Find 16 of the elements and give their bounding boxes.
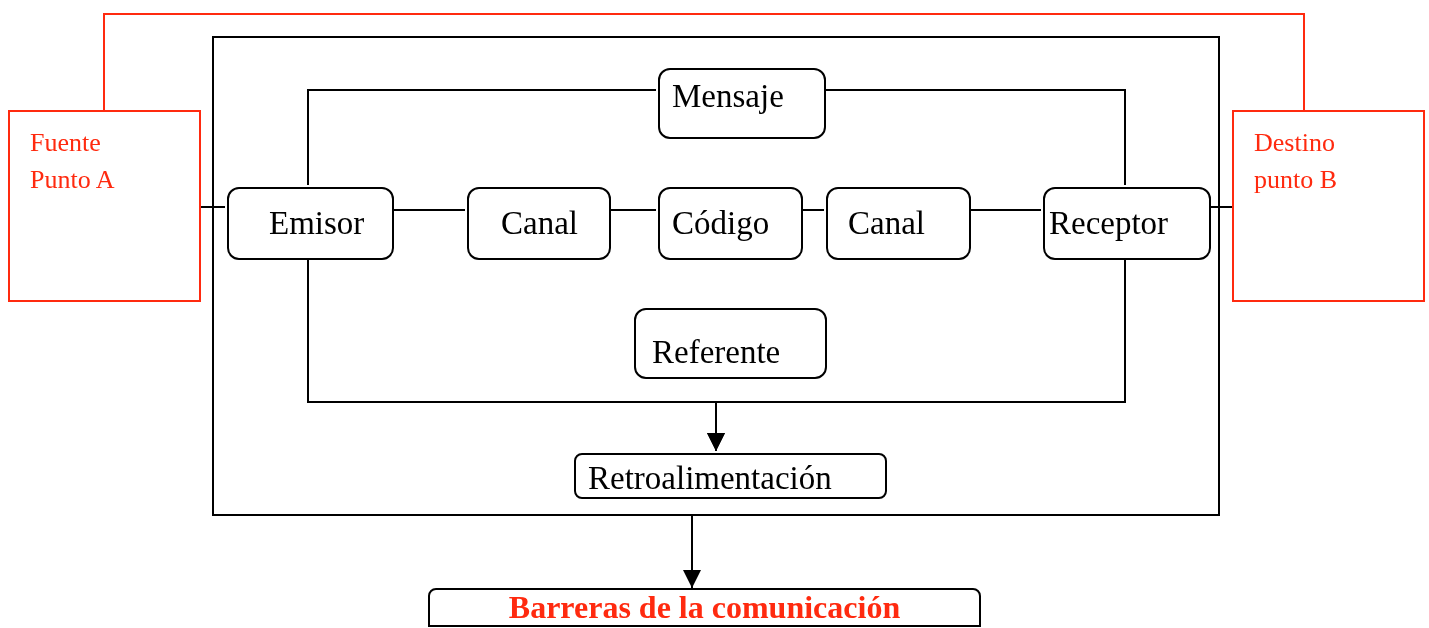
- rounded-box: Fuente Punto A: [8, 110, 201, 302]
- connector-line: [103, 13, 1305, 111]
- rounded-box: Código: [658, 187, 803, 260]
- frame-box: [212, 36, 1220, 516]
- connector-line: [307, 89, 657, 186]
- rounded-box: Mensaje: [658, 68, 826, 139]
- connector-line: [200, 206, 226, 208]
- rounded-box: Emisor: [227, 187, 394, 260]
- rounded-box: Canal: [826, 187, 971, 260]
- rounded-box: Receptor: [1043, 187, 1211, 260]
- arrow: [683, 515, 701, 589]
- rounded-box: Canal: [467, 187, 611, 260]
- rounded-box: Referente: [634, 308, 827, 379]
- rounded-box: Destino punto B: [1232, 110, 1425, 302]
- rounded-box: Retroalimentación: [574, 453, 887, 499]
- rounded-box: Barreras de la comunicación: [428, 588, 981, 627]
